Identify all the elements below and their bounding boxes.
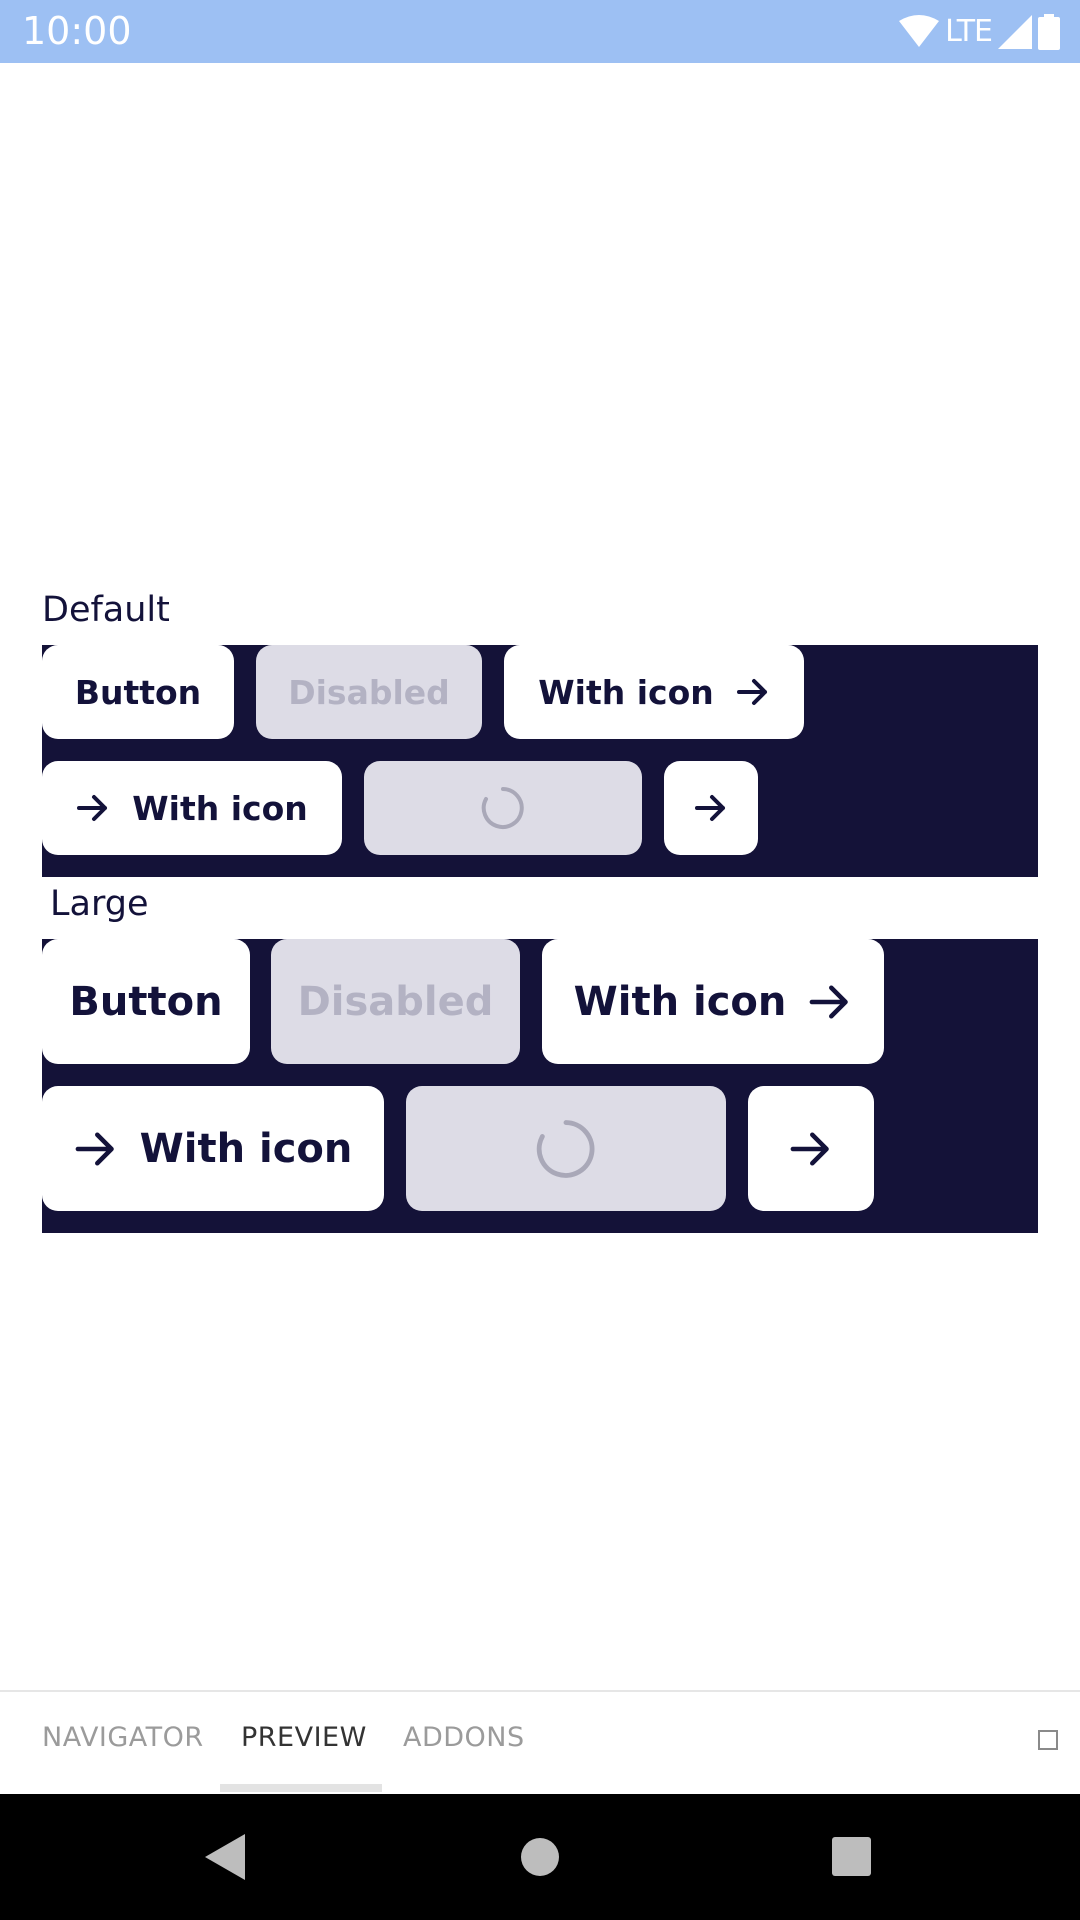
- loading-spinner-icon: [536, 1119, 595, 1178]
- arrow-right-icon: [790, 1132, 829, 1165]
- large-icon-only-button[interactable]: [748, 1086, 874, 1211]
- tab-addons[interactable]: ADDONS: [403, 1722, 525, 1753]
- arrow-right-icon: [695, 795, 725, 821]
- status-time: 10:00: [22, 9, 132, 53]
- signal-icon: [998, 15, 1032, 49]
- arrow-right-icon: [809, 985, 849, 1018]
- loading-spinner-icon: [481, 787, 524, 829]
- large-loading-button: [406, 1086, 726, 1211]
- section-label-default: Default: [42, 590, 170, 630]
- default-with-icon-right-button[interactable]: With icon: [504, 645, 804, 739]
- large-button[interactable]: Button: [42, 939, 250, 1064]
- back-icon[interactable]: [205, 1834, 245, 1880]
- system-nav-bar: [0, 1794, 1080, 1920]
- default-disabled-label: Disabled: [288, 672, 450, 712]
- arrow-right-icon: [736, 679, 767, 705]
- large-with-icon-left-button[interactable]: With icon: [42, 1086, 384, 1211]
- fullscreen-icon[interactable]: [1038, 1730, 1058, 1750]
- large-button-label: Button: [69, 978, 223, 1025]
- wifi-icon: [899, 15, 940, 47]
- battery-icon: [1038, 14, 1060, 50]
- status-icons: LTE: [899, 12, 1060, 52]
- default-button-label: Button: [74, 672, 202, 712]
- default-with-icon-left-button[interactable]: With icon: [42, 761, 342, 855]
- recents-icon[interactable]: [832, 1837, 871, 1876]
- default-buttons-panel: Button Disabled With icon With icon: [42, 645, 1038, 877]
- status-bar: 10:00 LTE: [0, 0, 1080, 63]
- default-with-icon-left-label: With icon: [132, 788, 308, 828]
- large-with-icon-right-button[interactable]: With icon: [542, 939, 884, 1064]
- large-buttons-panel: Button Disabled With icon With icon: [42, 939, 1038, 1233]
- section-label-large: Large: [50, 884, 149, 924]
- default-button[interactable]: Button: [42, 645, 234, 739]
- tab-navigator[interactable]: NAVIGATOR: [42, 1722, 204, 1753]
- large-disabled-button: Disabled: [271, 939, 520, 1064]
- arrow-right-icon: [75, 1132, 114, 1165]
- network-type: LTE: [945, 14, 993, 49]
- home-icon[interactable]: [520, 1837, 560, 1877]
- default-disabled-button: Disabled: [256, 645, 482, 739]
- tab-preview[interactable]: PREVIEW: [241, 1722, 367, 1753]
- default-with-icon-right-label: With icon: [538, 672, 714, 712]
- addon-tab-bar: NAVIGATOR PREVIEW ADDONS: [0, 1690, 1080, 1794]
- default-loading-button: [364, 761, 642, 855]
- large-with-icon-right-label: With icon: [573, 978, 787, 1025]
- arrow-right-icon: [77, 795, 108, 821]
- large-disabled-label: Disabled: [297, 978, 494, 1025]
- active-tab-indicator: [220, 1784, 382, 1792]
- large-with-icon-left-label: With icon: [139, 1125, 353, 1172]
- default-icon-only-button[interactable]: [664, 761, 758, 855]
